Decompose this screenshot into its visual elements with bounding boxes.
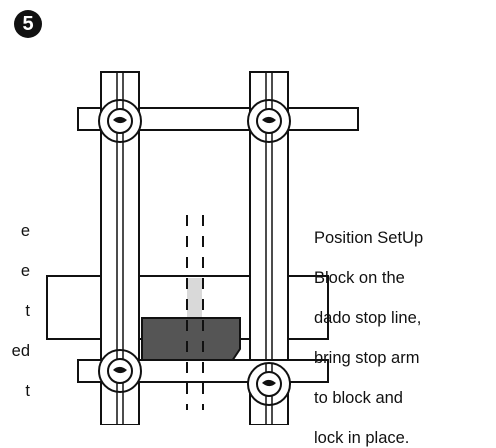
knob-icon <box>247 99 291 143</box>
left-caption-line: e <box>20 222 30 240</box>
caption-line: lock in place. <box>314 429 410 447</box>
instruction-caption: Position SetUp Block on the dado stop li… <box>314 208 494 448</box>
left-caption-line: ed <box>11 342 30 360</box>
caption-line: Block on the <box>314 269 405 287</box>
left-caption-line: t <box>25 302 30 320</box>
caption-line: bring stop arm <box>314 349 420 367</box>
caption-line: to block and <box>314 389 403 407</box>
figure-step-5: 5 e e t ed t <box>0 10 423 447</box>
cropped-left-caption: e e t ed t <box>0 201 30 401</box>
knob-icon <box>98 99 142 143</box>
caption-line: dado stop line, <box>314 309 422 327</box>
knob-icon <box>247 362 291 406</box>
setup-slot <box>187 278 202 318</box>
left-caption-line: e <box>20 262 30 280</box>
caption-line: Position SetUp <box>314 229 424 247</box>
knob-icon <box>98 349 142 393</box>
step-number-badge: 5 <box>14 10 42 38</box>
setup-block <box>141 317 241 362</box>
left-caption-line: t <box>25 382 30 400</box>
jig-diagram <box>46 71 359 425</box>
